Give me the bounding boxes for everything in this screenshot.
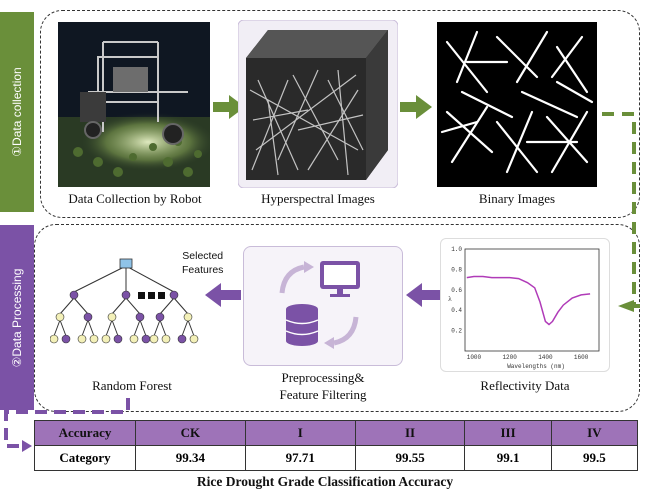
database-icon bbox=[285, 304, 319, 346]
side-label-processing: ②Data Processing bbox=[0, 225, 34, 410]
arrow-pre-to-rf bbox=[205, 283, 241, 307]
chart-axes bbox=[464, 248, 600, 352]
table-cell: Category bbox=[34, 445, 136, 471]
robot-illustration bbox=[58, 22, 210, 187]
chart-ticks: 1000 1200 1400 1600 0.2 0.4 0.6 0.8 1.0 bbox=[451, 246, 589, 361]
table-header-cell: Accuracy bbox=[34, 420, 136, 446]
reflectivity-caption: Reflectivity Data bbox=[480, 378, 570, 393]
monitor-icon bbox=[320, 261, 360, 297]
accuracy-table: Accuracy CK I II III IV Category 99.34 9… bbox=[34, 420, 639, 471]
y-axis-label: λ bbox=[448, 295, 452, 303]
table-cell: 97.71 bbox=[244, 445, 356, 471]
robot-photo bbox=[58, 22, 210, 187]
binary-illustration bbox=[437, 22, 597, 187]
hyperspectral-cube bbox=[238, 20, 398, 188]
table-header-cell: III bbox=[464, 420, 552, 446]
y-tick-label: 0.6 bbox=[451, 287, 462, 294]
table-header-cell: IV bbox=[550, 420, 639, 446]
y-tick-label: 1.0 bbox=[451, 246, 462, 253]
reflectivity-chart: 1000 1200 1400 1600 0.2 0.4 0.6 0.8 1.0 Waveleng… bbox=[448, 246, 600, 370]
random-forest-caption: Random Forest bbox=[92, 378, 172, 393]
side-label-collection: ①Data collection bbox=[0, 12, 34, 212]
y-tick-label: 0.2 bbox=[451, 328, 462, 335]
table-header-row: Accuracy CK I II III IV bbox=[34, 420, 639, 446]
series-line bbox=[466, 275, 591, 326]
preprocessing-box bbox=[243, 246, 403, 366]
table-header-cell: II bbox=[354, 420, 466, 446]
dashed-connector-right bbox=[602, 112, 636, 306]
side-label-processing-text: ②Data Processing bbox=[10, 268, 24, 367]
arrow-into-reflectivity bbox=[618, 300, 640, 312]
x-tick-label: 1400 bbox=[538, 354, 553, 361]
preprocessing-illustration bbox=[279, 261, 360, 349]
table-cell: 99.5 bbox=[550, 445, 639, 471]
collection-panel bbox=[40, 10, 640, 218]
table-title: Rice Drought Grade Classification Accura… bbox=[196, 474, 454, 489]
selected-label-line1: Selected bbox=[182, 250, 224, 262]
arrow-robot-to-hyper bbox=[213, 95, 245, 119]
selected-features-label: Selected Features bbox=[182, 249, 223, 277]
random-forest-tree bbox=[50, 258, 199, 344]
y-tick-label: 0.4 bbox=[451, 307, 462, 314]
robot-caption: Data Collection by Robot bbox=[68, 191, 202, 206]
binary-caption: Binary Images bbox=[478, 191, 556, 206]
y-tick-label: 0.8 bbox=[451, 266, 462, 273]
dashed-connector-left bbox=[4, 398, 130, 452]
table-row: Category 99.34 97.71 99.55 99.1 99.5 bbox=[34, 445, 639, 471]
x-tick-label: 1600 bbox=[574, 354, 589, 361]
side-label-collection-text: ①Data collection bbox=[10, 67, 24, 157]
arrow-refl-to-pre bbox=[406, 283, 440, 307]
preprocessing-caption-2: Feature Filtering bbox=[279, 387, 367, 402]
binary-image bbox=[437, 22, 597, 187]
selected-label-line2: Features bbox=[182, 264, 224, 276]
table-header-cell: CK bbox=[135, 420, 246, 446]
table-cell: 99.1 bbox=[464, 445, 552, 471]
x-axis-label: Wavelengths (nm) bbox=[507, 363, 565, 370]
hyper-caption: Hyperspectral Images bbox=[261, 191, 375, 206]
hyperspectral-illustration bbox=[238, 20, 398, 188]
preprocessing-caption-1: Preprocessing& bbox=[281, 370, 365, 385]
ellipsis-squares bbox=[138, 292, 165, 299]
table-header-cell: I bbox=[244, 420, 356, 446]
table-cell: 99.34 bbox=[135, 445, 246, 471]
cycle-arrows-icon bbox=[279, 264, 359, 346]
arrow-hyper-to-binary bbox=[400, 95, 432, 119]
table-cell: 99.55 bbox=[354, 445, 466, 471]
processing-panel bbox=[34, 224, 640, 412]
x-tick-label: 1000 bbox=[467, 354, 482, 361]
reflectivity-chart-box: 1000 1200 1400 1600 0.2 0.4 0.6 0.8 1.0 Waveleng… bbox=[440, 238, 610, 372]
root-node bbox=[119, 258, 133, 269]
plot-frame bbox=[464, 248, 600, 352]
x-tick-label: 1200 bbox=[502, 354, 517, 361]
